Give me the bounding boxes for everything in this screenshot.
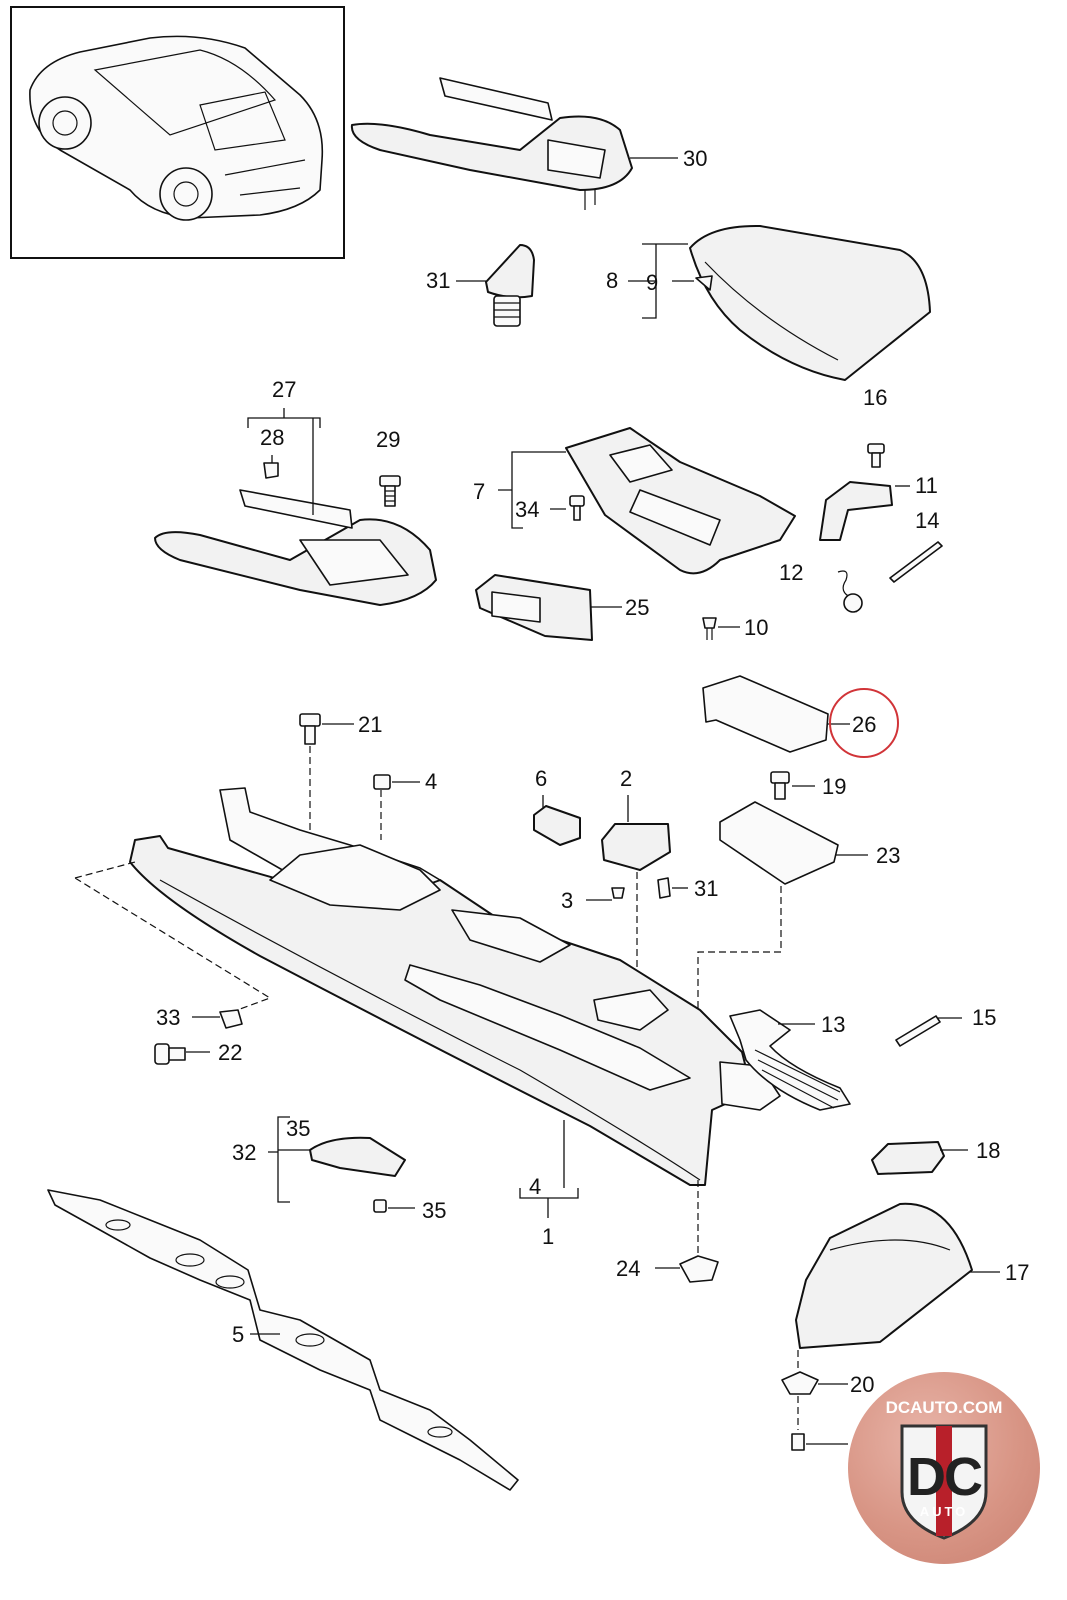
callout-24[interactable]: 24 <box>616 1256 641 1281</box>
callout-21[interactable]: 21 <box>358 712 383 737</box>
part-25-insert <box>475 574 622 641</box>
callout-7[interactable]: 7 <box>473 479 486 504</box>
callout-20[interactable]: 20 <box>850 1372 875 1397</box>
rear-fasteners-and-cover <box>655 1180 1000 1451</box>
callout-2[interactable]: 2 <box>620 766 633 791</box>
part-31-knob <box>456 244 535 327</box>
logo-shield-icon <box>900 1424 988 1540</box>
dcauto-logo: DCAUTO.COM DC AUTO <box>848 1372 1040 1564</box>
callout-31[interactable]: 31 <box>426 268 451 293</box>
callout-1[interactable]: 1 <box>542 1224 555 1249</box>
callout-10[interactable]: 10 <box>744 615 769 640</box>
part-32-cover <box>268 1116 415 1213</box>
callout-11[interactable]: 11 <box>915 473 938 498</box>
part-15-pin <box>895 1015 962 1047</box>
callout-3[interactable]: 3 <box>561 888 574 913</box>
callout-4[interactable]: 4 <box>425 769 438 794</box>
part-27-trim-frame <box>154 408 437 606</box>
callout-8[interactable]: 8 <box>606 268 619 293</box>
part-8-armrest-lid <box>628 224 931 381</box>
callout-9[interactable]: 9 <box>646 270 659 295</box>
logo-site-text: DCAUTO.COM <box>885 1398 1003 1417</box>
part-5-strip <box>47 1189 519 1491</box>
callout-13[interactable]: 13 <box>821 1012 846 1037</box>
part-30-upper-trim <box>350 77 678 210</box>
callout-28[interactable]: 28 <box>260 425 285 450</box>
part-1-console-body <box>74 787 781 1218</box>
callout-17[interactable]: 17 <box>1005 1260 1030 1285</box>
callout-27[interactable]: 27 <box>272 377 297 402</box>
callout-5[interactable]: 5 <box>232 1322 245 1347</box>
callout-29[interactable]: 29 <box>376 427 401 452</box>
callout-35[interactable]: 35 <box>286 1116 311 1141</box>
callout-12[interactable]: 12 <box>779 560 804 585</box>
callout-34[interactable]: 34 <box>515 497 540 522</box>
callout-18[interactable]: 18 <box>976 1138 1001 1163</box>
part-29-screw <box>379 475 401 507</box>
callout-35-clip[interactable]: 35 <box>422 1198 447 1223</box>
callout-31-lower[interactable]: 31 <box>694 876 719 901</box>
callout-26[interactable]: 26 <box>852 712 877 737</box>
callout-14[interactable]: 14 <box>915 508 940 533</box>
latch-hardware <box>702 443 943 640</box>
callout-32[interactable]: 32 <box>232 1140 257 1165</box>
callout-15[interactable]: 15 <box>972 1005 997 1030</box>
logo-mark: DC <box>907 1447 983 1507</box>
callout-6[interactable]: 6 <box>535 766 548 791</box>
callout-4-body[interactable]: 4 <box>529 1174 542 1199</box>
logo-subtext: AUTO <box>919 1504 969 1519</box>
callout-22[interactable]: 22 <box>218 1040 243 1065</box>
part-26-mat <box>702 675 850 753</box>
callout-25[interactable]: 25 <box>625 595 650 620</box>
callout-16[interactable]: 16 <box>863 385 888 410</box>
callout-23[interactable]: 23 <box>876 843 901 868</box>
callout-33[interactable]: 33 <box>156 1005 181 1030</box>
part-13-harness <box>729 1009 851 1111</box>
highlight-ring <box>829 688 899 758</box>
callout-19[interactable]: 19 <box>822 774 847 799</box>
part-18-pad <box>871 1141 968 1175</box>
fasteners-33-22 <box>154 1009 243 1065</box>
part-7-console-tray <box>498 427 796 575</box>
vehicle-thumbnail <box>10 6 345 259</box>
callout-30[interactable]: 30 <box>683 146 708 171</box>
